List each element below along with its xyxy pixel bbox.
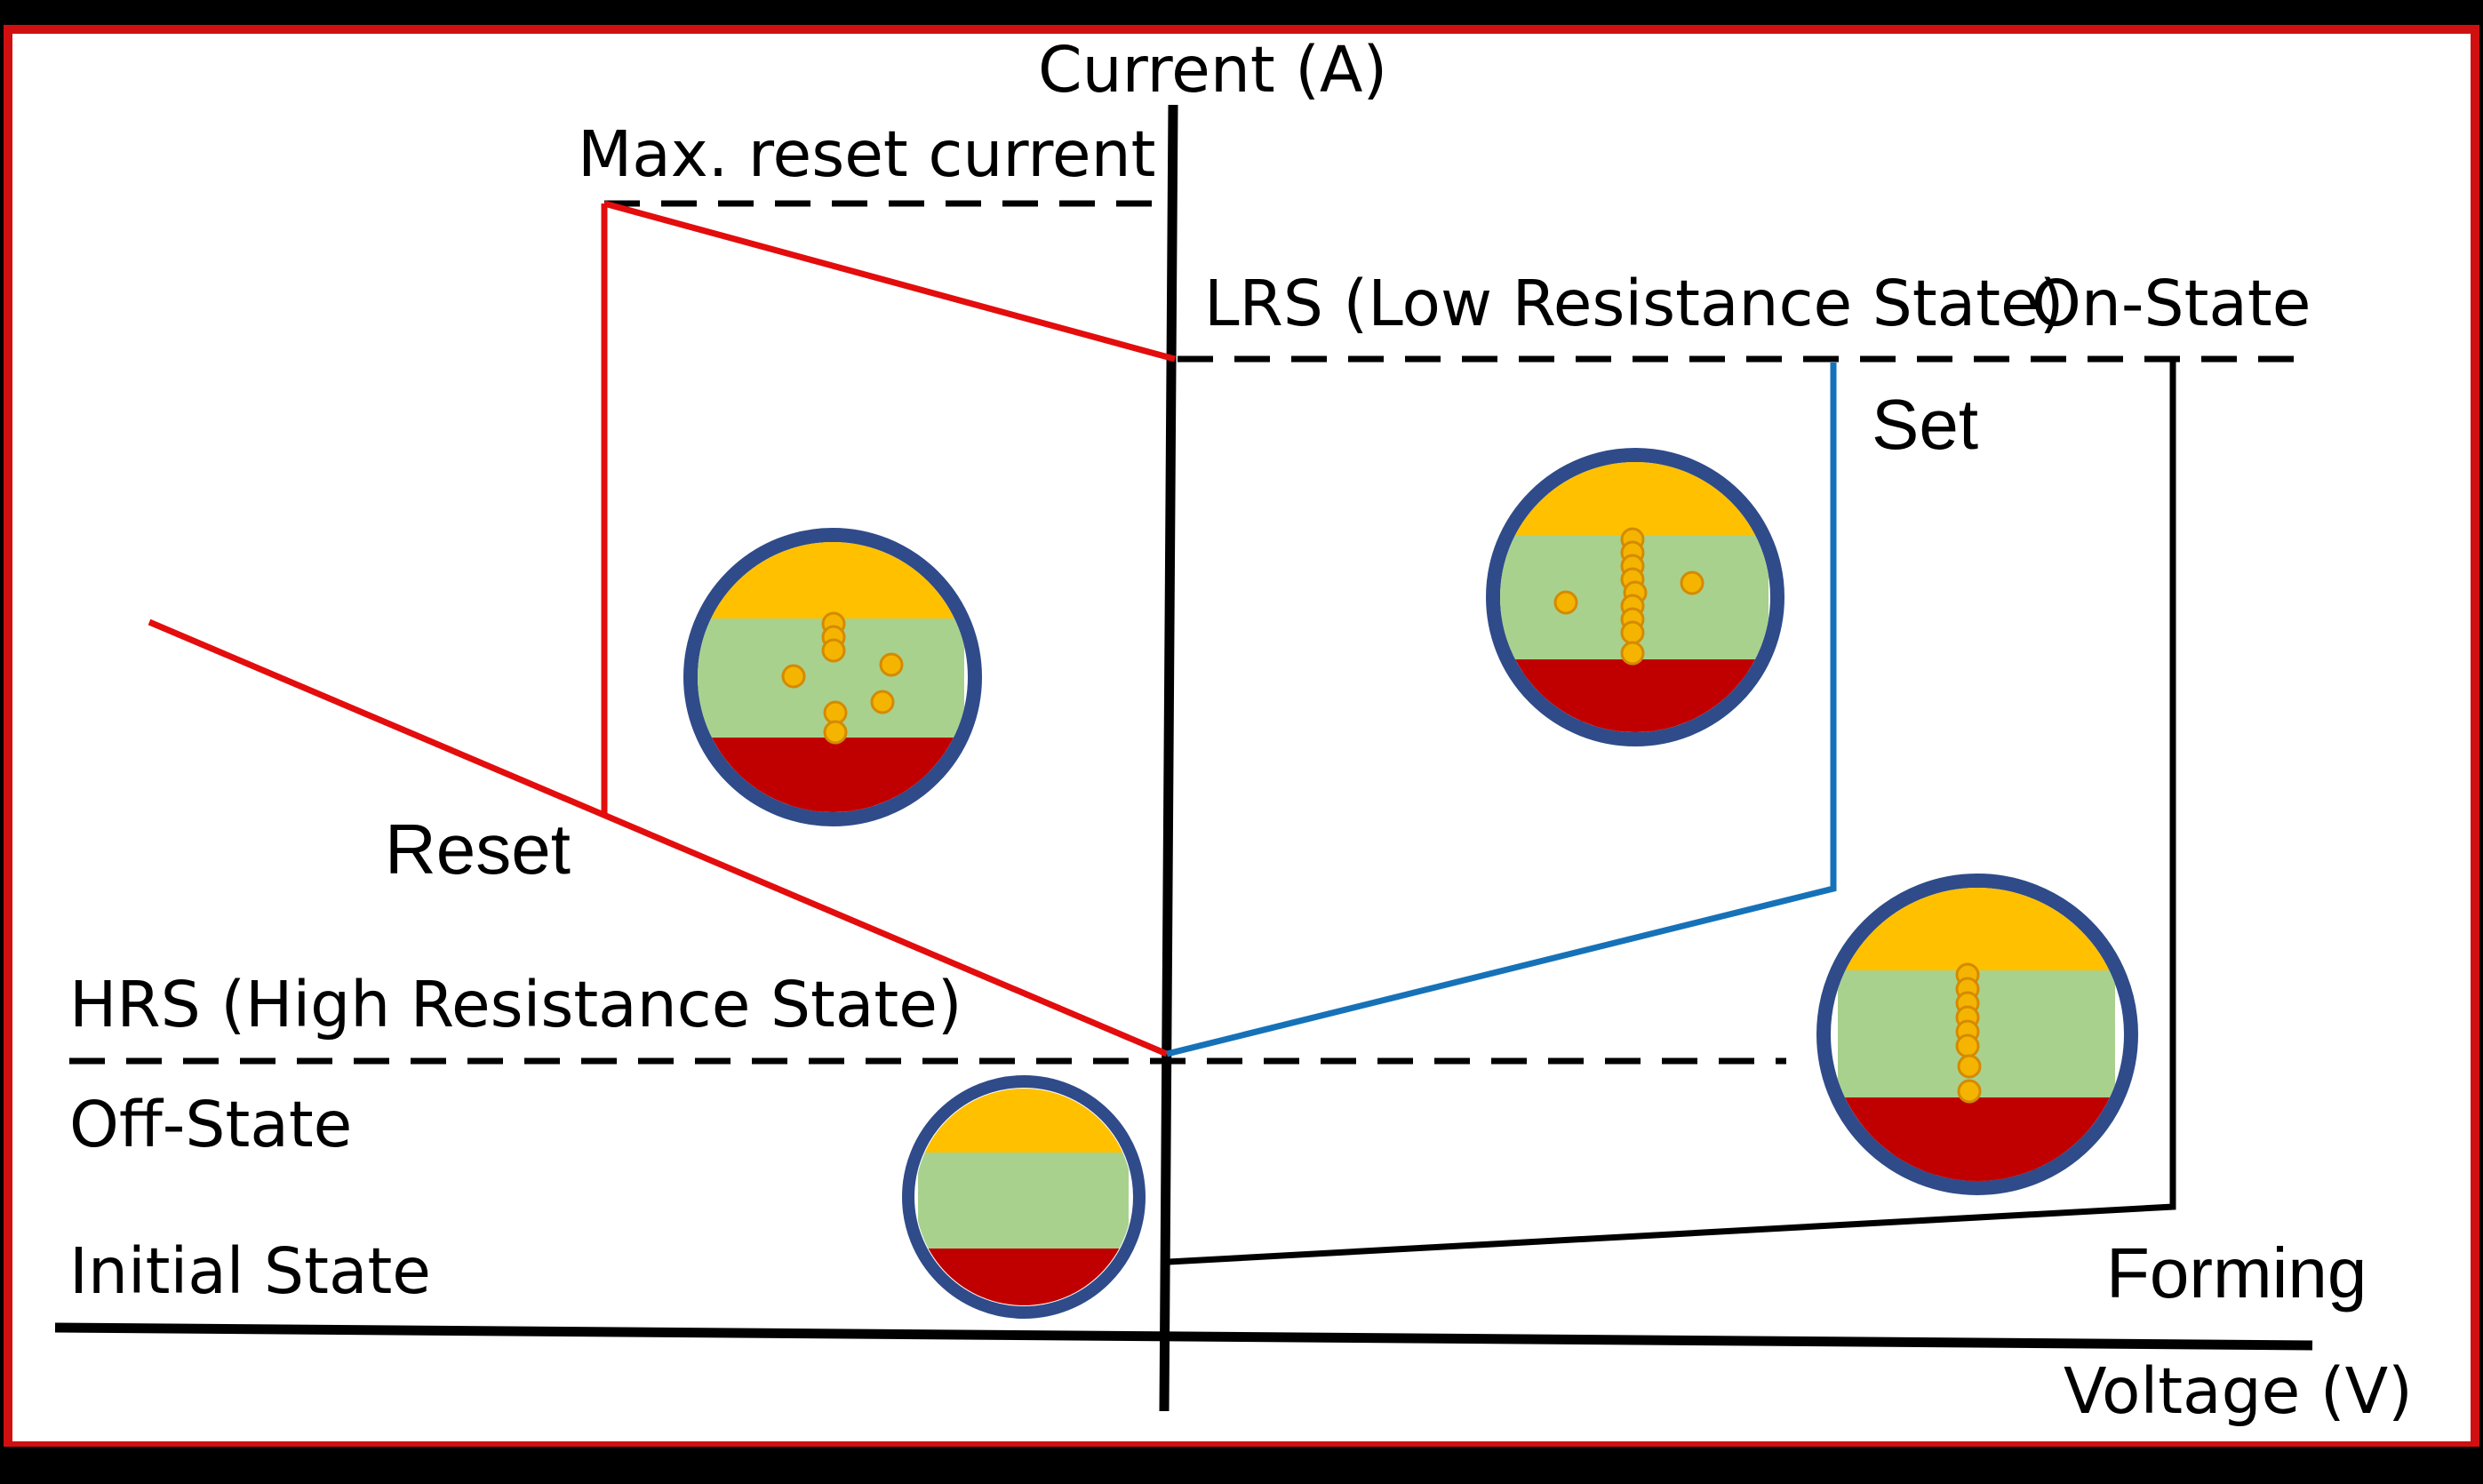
- hrs-label: HRS (High Resistance State): [69, 968, 962, 1041]
- partial-filament-cell-icon: [683, 528, 982, 826]
- initial-cell-icon: [902, 1075, 1146, 1319]
- reset-curve-bottom: [148, 618, 1169, 1057]
- lrs-label: LRS (Low Resistance State): [1204, 267, 2064, 340]
- on-state-label: On-State: [2032, 267, 2311, 340]
- reset-curve-top: [603, 200, 1176, 363]
- current-axis-label: Current (A): [1038, 33, 1387, 107]
- set-curve: [1166, 363, 1837, 1057]
- max-reset-current-label: Max. reset current: [578, 117, 1155, 191]
- voltage-axis-label: Voltage (V): [2064, 1354, 2413, 1428]
- reset-label: Reset: [385, 810, 571, 889]
- forming-label: Forming: [2106, 1233, 2367, 1312]
- initial-state-label: Initial State: [69, 1234, 431, 1308]
- forming-curve: [1168, 359, 2176, 1265]
- set-label: Set: [1872, 385, 1978, 464]
- voltage-axis: [54, 1322, 2313, 1351]
- plot-background: [12, 34, 2471, 1441]
- current-axis: [1159, 104, 1178, 1412]
- off-state-label: Off-State: [69, 1088, 352, 1161]
- formed-filament-cell-icon: [1816, 874, 2138, 1195]
